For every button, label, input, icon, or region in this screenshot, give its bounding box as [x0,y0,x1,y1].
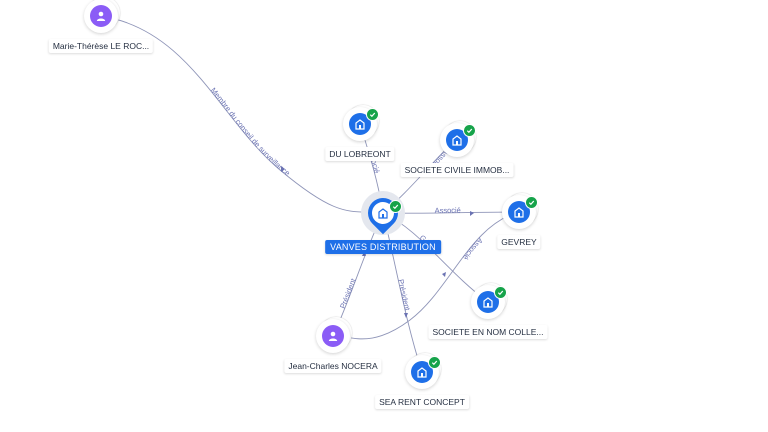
person-icon [322,325,344,347]
node-label[interactable]: SEA RENT CONCEPT [375,395,469,409]
edge-gevrey-jean[interactable] [332,211,520,340]
verified-check-icon [389,200,402,213]
node-label[interactable]: SOCIETE EN NOM COLLE... [428,325,548,339]
arrow-marker [442,272,446,277]
edge-label-marie: Membre du conseil de surveillance [209,86,292,178]
node-label[interactable]: DU LOBREONT [325,147,395,161]
building-icon [446,129,468,151]
person-icon [90,5,112,27]
verified-check-icon [463,124,476,137]
edge-label-jean: Président [338,276,358,310]
edge-label-gevrey: Associé [434,206,460,215]
verified-check-icon [428,356,441,369]
node-label[interactable]: Marie-Thérèse LE ROC... [48,39,154,53]
verified-check-icon [366,108,379,121]
building-icon [411,361,433,383]
verified-check-icon [525,196,538,209]
building-icon [477,291,499,313]
edge-label-gevrey-jean: Associé [461,236,485,262]
node-label[interactable]: Jean-Charles NOCERA [284,359,382,373]
center-node-label[interactable]: VANVES DISTRIBUTION [325,240,441,254]
arrow-marker [281,166,285,172]
arrow-marker [362,252,366,256]
arrow-marker [470,211,474,216]
node-label[interactable]: SOCIETE CIVILE IMMOB... [400,163,514,177]
edge-marie-center[interactable] [100,15,384,214]
building-icon [508,201,530,223]
arrow-marker [404,313,408,318]
edge-label-searent: Président [396,278,412,312]
building-icon [349,113,371,135]
building-icon [372,202,394,224]
node-label[interactable]: GEVREY [497,235,541,249]
verified-check-icon [494,286,507,299]
